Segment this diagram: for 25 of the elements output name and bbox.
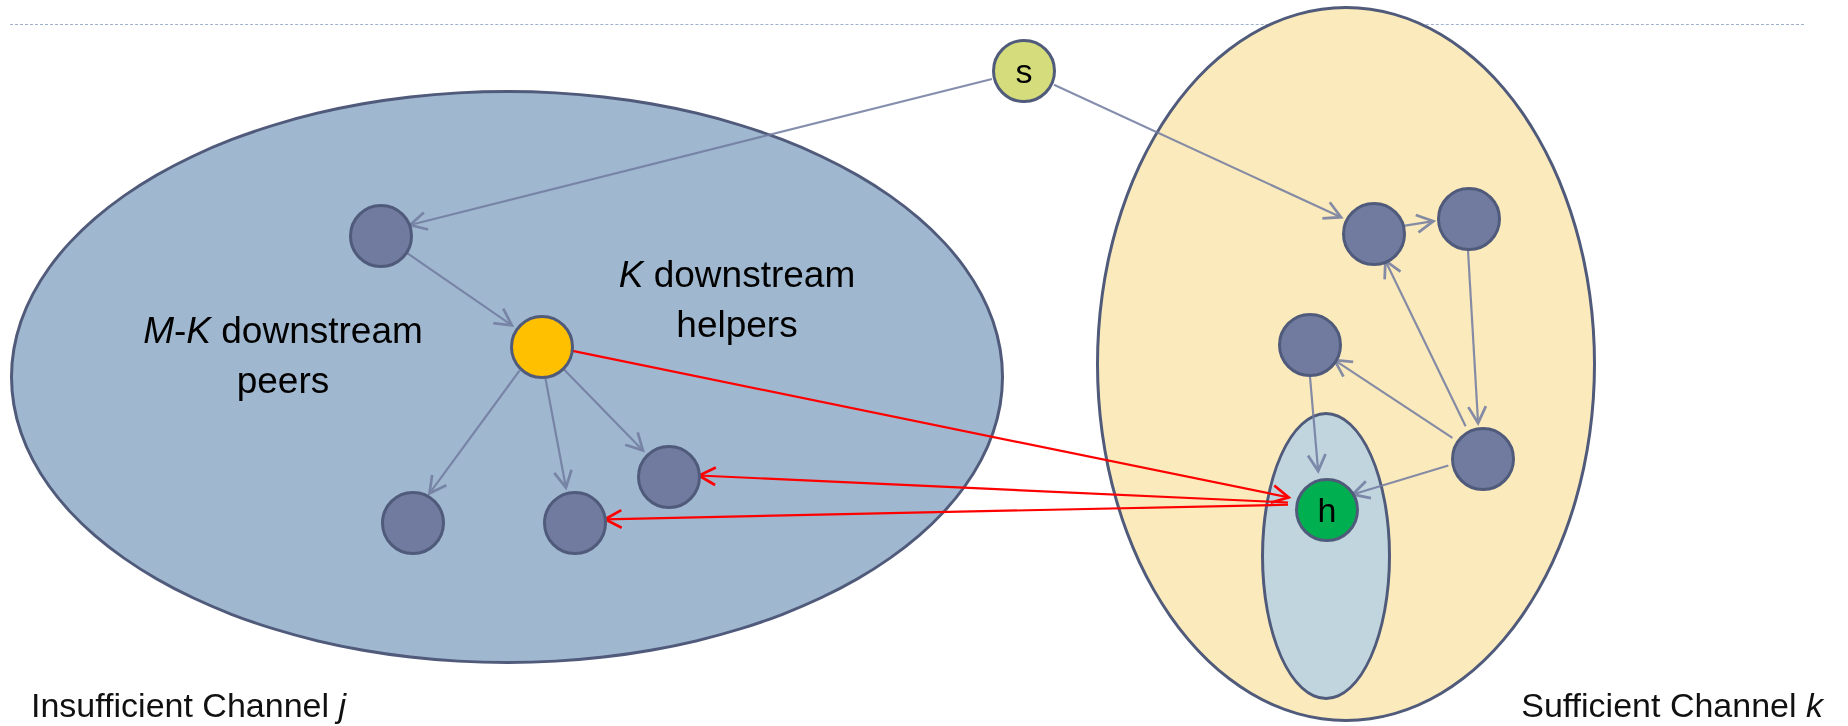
region-heading: Sufficient Channel k xyxy=(1521,687,1823,725)
node-circle xyxy=(1295,478,1359,542)
group-label: K downstream helpers xyxy=(617,253,857,347)
node-circle xyxy=(1342,202,1406,266)
arrow xyxy=(1333,358,1454,439)
arrow xyxy=(544,376,573,489)
node-circle xyxy=(510,315,574,379)
arrow xyxy=(1466,248,1488,425)
node-circle xyxy=(992,39,1056,103)
node-label: s xyxy=(1015,54,1033,88)
node-label: h xyxy=(1317,493,1337,527)
arrow xyxy=(408,77,993,231)
arrow xyxy=(428,369,521,495)
node-circle xyxy=(1437,187,1501,251)
node-circle xyxy=(1278,313,1342,377)
arrow xyxy=(1053,83,1343,220)
node-circle xyxy=(349,204,413,268)
arrow xyxy=(1306,374,1327,473)
region-heading: Insufficient Channel j xyxy=(31,687,347,725)
arrow xyxy=(1351,464,1449,500)
group-label: M-K downstream peers xyxy=(142,309,424,403)
arrow xyxy=(1403,213,1435,234)
node-circle xyxy=(637,445,701,509)
node-circle xyxy=(1451,427,1515,491)
arrow xyxy=(571,349,1291,505)
